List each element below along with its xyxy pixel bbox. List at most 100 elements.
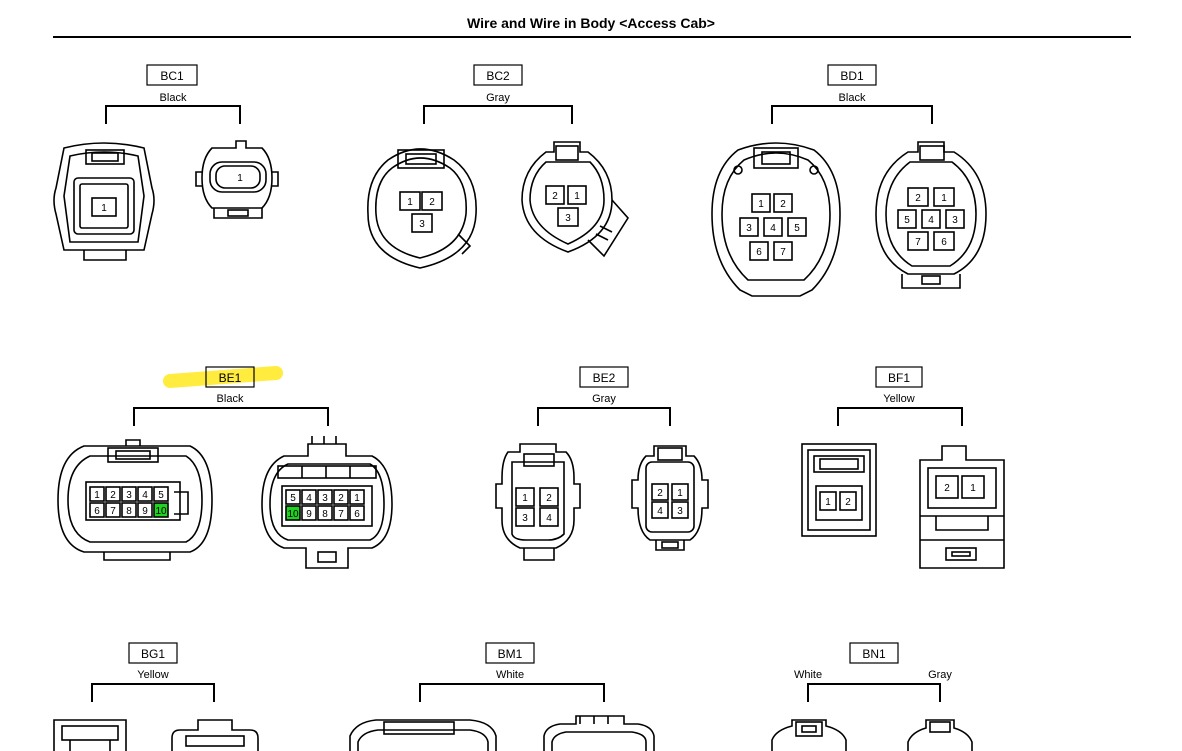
pin-label: 4 bbox=[306, 493, 312, 504]
connector-label-bg1[interactable]: BG1 Yellow bbox=[91, 642, 215, 702]
pin-label: 9 bbox=[306, 509, 312, 520]
bracket bbox=[91, 683, 215, 702]
be2-right-connector: 2 1 4 3 bbox=[631, 445, 709, 551]
pin-label: 4 bbox=[142, 490, 148, 501]
pin-label: 3 bbox=[746, 223, 752, 234]
bracket bbox=[537, 407, 671, 426]
bf1-left-connector: 1 2 bbox=[801, 443, 877, 537]
connector-color: Black bbox=[160, 92, 187, 104]
connector-id: BN1 bbox=[862, 647, 886, 661]
pin-label: 7 bbox=[338, 509, 344, 520]
pin-label: 1 bbox=[574, 191, 580, 202]
connector-label-bc1[interactable]: BC1 Black bbox=[105, 64, 241, 124]
bm1-left-connector bbox=[349, 719, 497, 751]
pin-label: 2 bbox=[780, 199, 786, 210]
pin-label: 1 bbox=[970, 483, 976, 494]
bracket bbox=[133, 407, 329, 426]
bc1-left-connector: 1 bbox=[53, 142, 155, 261]
pin-label: 6 bbox=[354, 509, 360, 520]
pin-label: 8 bbox=[126, 506, 132, 517]
pin-label: 6 bbox=[756, 247, 762, 258]
pin-label: 10 bbox=[287, 509, 299, 520]
bc2-left-connector: 1 2 3 bbox=[367, 148, 477, 269]
title-rule bbox=[53, 36, 1131, 38]
connector-id: BE1 bbox=[219, 371, 242, 385]
highlighted-pin bbox=[153, 502, 169, 518]
pin-label: 3 bbox=[677, 506, 683, 517]
pin-label: 3 bbox=[419, 219, 425, 230]
be2-left-connector: 1 2 3 4 bbox=[495, 443, 581, 561]
bn1-right-connector bbox=[907, 719, 973, 751]
bc2-right-connector: 2 1 3 bbox=[521, 141, 629, 258]
pin-label: 1 bbox=[941, 193, 947, 204]
bc1-right-connector: 1 bbox=[195, 140, 279, 219]
pin-label: 6 bbox=[94, 506, 100, 517]
pin-label: 3 bbox=[322, 493, 328, 504]
connector-label-bf1[interactable]: BF1 Yellow bbox=[837, 366, 963, 426]
pin-label: 6 bbox=[941, 237, 947, 248]
connector-color: Yellow bbox=[137, 669, 168, 681]
connector-label-bn1[interactable]: BN1 White Gray bbox=[794, 642, 952, 702]
pin-label: 9 bbox=[142, 506, 148, 517]
pin-label: 7 bbox=[780, 247, 786, 258]
be1-right-pin-grid: 5 4 3 2 1 10 9 8 7 6 bbox=[285, 489, 365, 521]
pin-label: 2 bbox=[110, 490, 116, 501]
pin-label: 3 bbox=[522, 513, 528, 524]
pin-label: 4 bbox=[928, 215, 934, 226]
bracket bbox=[837, 407, 963, 426]
bracket bbox=[771, 105, 933, 124]
bn1-left-connector bbox=[771, 719, 847, 751]
connector-id: BC1 bbox=[160, 69, 184, 83]
connector-color: Gray bbox=[486, 92, 510, 104]
connector-id: BM1 bbox=[498, 647, 523, 661]
pin-label: 1 bbox=[94, 490, 100, 501]
connector-label-bc2[interactable]: BC2 Gray bbox=[423, 64, 573, 124]
pin-label: 1 bbox=[825, 497, 831, 508]
pin-label: 2 bbox=[944, 483, 950, 494]
pin-label: 4 bbox=[770, 223, 776, 234]
page-title: Wire and Wire in Body <Access Cab> bbox=[467, 15, 715, 31]
connector-id: BE2 bbox=[593, 371, 616, 385]
connector-id: BC2 bbox=[486, 69, 510, 83]
connector-label-bm1[interactable]: BM1 White bbox=[419, 642, 605, 702]
connector-id: BF1 bbox=[888, 371, 910, 385]
bm1-right-connector bbox=[543, 715, 655, 751]
connector-label-bd1[interactable]: BD1 Black bbox=[771, 64, 933, 124]
pin-label: 4 bbox=[546, 513, 552, 524]
pin-label: 2 bbox=[429, 197, 435, 208]
pin-label: 5 bbox=[794, 223, 800, 234]
connector-id: BG1 bbox=[141, 647, 165, 661]
pin-label: 5 bbox=[904, 215, 910, 226]
be1-right-connector: 5 4 3 2 1 10 9 8 7 6 bbox=[261, 436, 393, 569]
pin-label: 1 bbox=[522, 493, 528, 504]
pin-label: 8 bbox=[322, 509, 328, 520]
pin-label: 10 bbox=[155, 506, 167, 517]
pin-label: 2 bbox=[338, 493, 344, 504]
pin-label: 3 bbox=[565, 213, 571, 224]
pin-label: 2 bbox=[915, 193, 921, 204]
pin-label: 2 bbox=[657, 488, 663, 499]
highlighted-pin bbox=[285, 505, 301, 521]
connector-color: Black bbox=[839, 92, 866, 104]
pin-label: 1 bbox=[354, 493, 360, 504]
bd1-right-connector: 2 1 5 4 3 7 6 bbox=[875, 141, 987, 289]
pin-label: 2 bbox=[552, 191, 558, 202]
connector-label-be1[interactable]: BE1 Black bbox=[133, 366, 329, 426]
pin-label: 7 bbox=[915, 237, 921, 248]
pin-label: 2 bbox=[546, 493, 552, 504]
connector-id: BD1 bbox=[840, 69, 864, 83]
pin-label: 5 bbox=[158, 490, 164, 501]
be1-left-pin-grid: 1 2 3 4 5 6 7 8 9 10 bbox=[89, 486, 169, 518]
pin-label: 7 bbox=[110, 506, 116, 517]
bg1-left-connector bbox=[53, 719, 127, 751]
bracket bbox=[423, 105, 573, 124]
pin-label: 4 bbox=[657, 506, 663, 517]
pin-label: 1 bbox=[677, 488, 683, 499]
bracket bbox=[807, 683, 941, 702]
connector-label-be2[interactable]: BE2 Gray bbox=[537, 366, 671, 426]
bf1-right-connector: 2 1 bbox=[919, 445, 1005, 569]
connector-color: Gray bbox=[592, 393, 616, 405]
pin-label: 1 bbox=[758, 199, 764, 210]
connector-color: Black bbox=[217, 393, 244, 405]
